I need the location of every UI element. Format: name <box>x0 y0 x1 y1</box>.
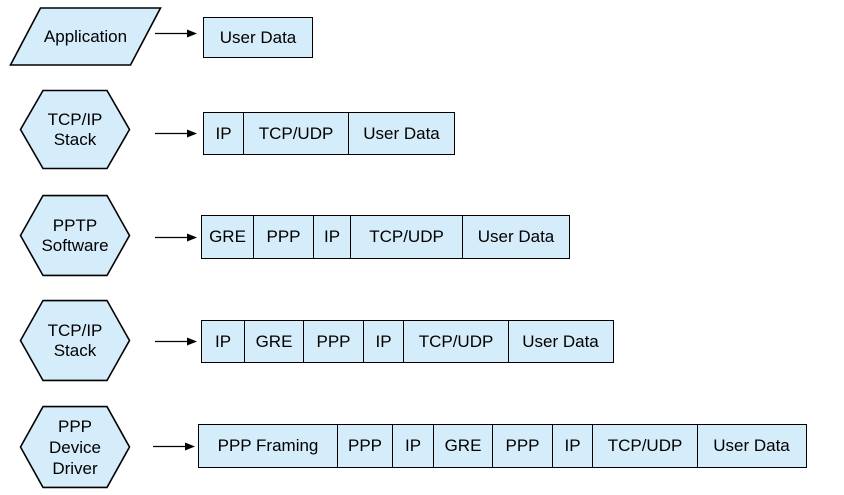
packet-row: IP TCP/UDP User Data <box>203 112 455 155</box>
hexagon-shape <box>19 405 131 489</box>
stage-label: PPTP Software <box>41 215 109 255</box>
packet-cell: GRE <box>243 320 305 363</box>
packet-cell: User Data <box>507 320 614 363</box>
right-arrow-icon <box>155 29 197 38</box>
hexagon-shape <box>19 194 131 277</box>
packet-cell: User Data <box>348 112 455 155</box>
packet-cell: IP <box>392 424 434 468</box>
stage-label: Application <box>43 26 128 46</box>
packet-row: GRE PPP IP TCP/UDP User Data <box>201 215 570 259</box>
hexagon-shape <box>19 299 131 382</box>
packet-row: User Data <box>203 17 313 58</box>
packet-cell: PPP <box>492 424 553 468</box>
hexagon-shape <box>19 405 131 489</box>
stage-pptp-software: PPTP Software <box>19 194 131 277</box>
right-arrow-icon <box>155 337 197 346</box>
packet-cell: TCP/UDP <box>242 112 350 155</box>
packet-cell: IP <box>551 424 594 468</box>
packet-cell: User Data <box>462 215 570 259</box>
packet-cell: GRE <box>432 424 494 468</box>
packet-cell: IP <box>203 112 244 155</box>
stage-label: TCP/IP Stack <box>47 109 103 149</box>
packet-cell: IP <box>362 320 405 363</box>
hexagon-shape <box>19 89 131 170</box>
packet-cell: GRE <box>201 215 254 259</box>
stage-tcpip-stack-2: TCP/IP Stack <box>19 299 131 382</box>
right-arrow-icon <box>153 442 195 451</box>
stage-tcpip-stack-1: TCP/IP Stack <box>19 89 131 170</box>
hexagon-shape <box>19 89 131 170</box>
stage-label: TCP/IP Stack <box>47 320 103 360</box>
hexagon-shape <box>19 299 131 382</box>
stage-application: Application <box>9 7 162 66</box>
packet-row: IP GRE PPP IP TCP/UDP User Data <box>201 320 614 363</box>
packet-cell: PPP <box>303 320 364 363</box>
packet-cell: TCP/UDP <box>592 424 698 468</box>
packet-cell: TCP/UDP <box>349 215 464 259</box>
right-arrow-icon <box>155 129 197 138</box>
right-arrow-icon <box>155 233 197 242</box>
stage-ppp-device-driver: PPP Device Driver <box>19 405 131 489</box>
stage-label: PPP Device Driver <box>49 416 101 478</box>
packet-cell: IP <box>313 215 351 259</box>
hexagon-shape <box>19 194 131 277</box>
packet-cell: PPP <box>336 424 394 468</box>
packet-cell: PPP <box>252 215 315 259</box>
packet-cell: User Data <box>203 17 313 58</box>
parallelogram-shape <box>9 7 162 66</box>
parallelogram-shape <box>9 7 162 66</box>
packet-row: PPP Framing PPP IP GRE PPP IP TCP/UDP Us… <box>198 424 807 468</box>
packet-cell: IP <box>201 320 245 363</box>
packet-cell: PPP Framing <box>198 424 338 468</box>
packet-cell: User Data <box>696 424 807 468</box>
packet-cell: TCP/UDP <box>403 320 509 363</box>
